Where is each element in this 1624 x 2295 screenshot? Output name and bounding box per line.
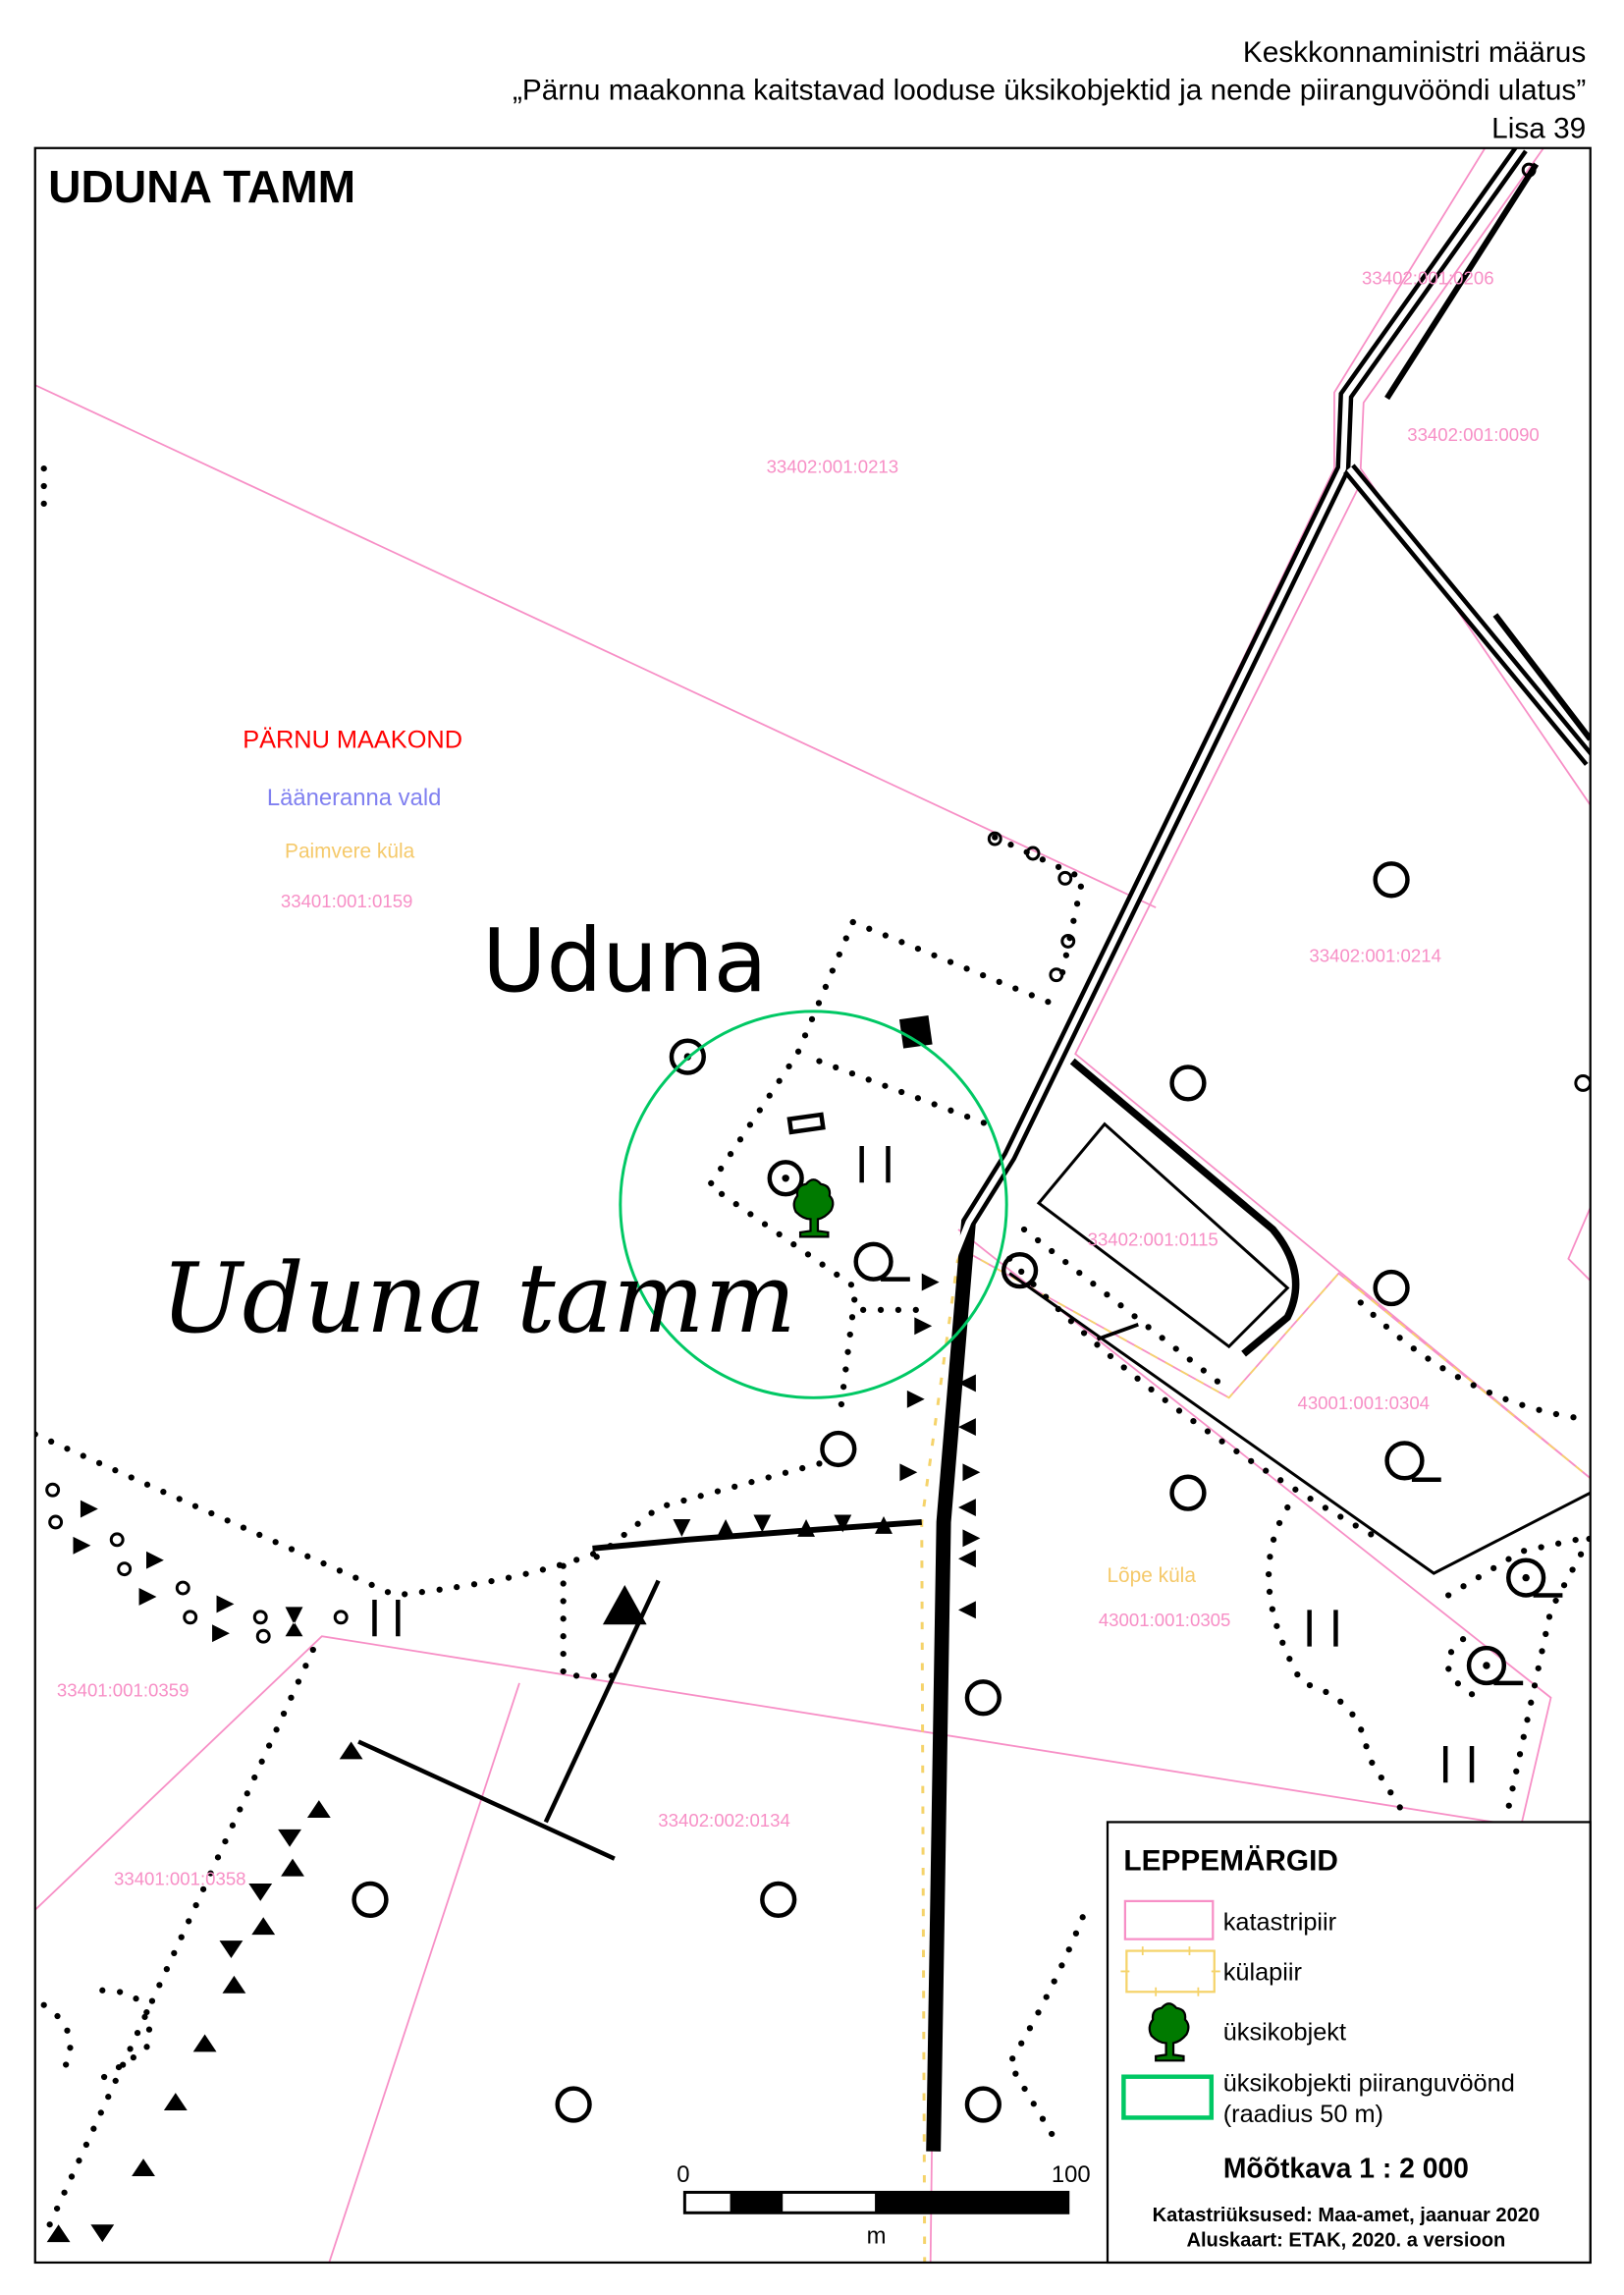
county-label: PÄRNU MAAKOND: [243, 727, 462, 754]
map-title: UDUNA TAMM: [48, 161, 355, 212]
legend: LEPPEMÄRGID katastripiir külapiir üksiko…: [1106, 1821, 1592, 2265]
parcel-label: 33401:001:0358: [114, 1869, 246, 1889]
legend-title: LEPPEMÄRGID: [1123, 1845, 1338, 1878]
parcel-label: 33402:001:0214: [1309, 945, 1441, 965]
legend-label: katastripiir: [1223, 1909, 1337, 1937]
annex-number: Lisa 39: [1491, 112, 1586, 144]
decree-subtitle: „Pärnu maakonna kaitstavad looduse üksik…: [513, 75, 1586, 107]
dotted-paths: [34, 464, 1591, 2228]
buffer-zone-circle: [619, 1010, 1008, 1399]
parcel-label: 33402:002:0134: [658, 1810, 790, 1831]
parcel-label: 33402:001:0115: [1088, 1229, 1218, 1249]
terrain-symbols: [45, 162, 1591, 2243]
municipality-label: Lääneranna vald: [267, 785, 442, 811]
legend-item-buffer-zone: üksikobjekti piiranguvöönd (raadius 50 m…: [1121, 2070, 1515, 2128]
place-name: Uduna: [482, 910, 767, 1012]
scale-bar: 0 100 m: [677, 2161, 1091, 2250]
village-label: Paimvere küla: [285, 840, 415, 862]
legend-label: üksikobjekti piiranguvöönd: [1223, 2070, 1515, 2098]
decree-title: Keskkonnaministri määrus: [1243, 36, 1586, 69]
source-cadastre: Katastriüksused: Maa-amet, jaanuar 2020: [1153, 2205, 1541, 2226]
parcel-label: 33402:001:0206: [1362, 267, 1494, 288]
tree-icon: [792, 1178, 835, 1238]
legend-item-village-border: külapiir: [1120, 1946, 1303, 1996]
village-label: Lõpe küla: [1107, 1564, 1196, 1587]
legend-label: üksikobjekt: [1223, 2018, 1346, 2046]
scale-text: Mõõtkava 1 : 2 000: [1223, 2153, 1469, 2184]
roads: [357, 147, 1591, 2152]
parcel-label: 43001:001:0305: [1099, 1610, 1231, 1630]
scale-start-label: 0: [677, 2161, 689, 2188]
legend-item-object: üksikobjekt: [1148, 2002, 1346, 2062]
cadastre-swatch-icon: [1123, 1899, 1215, 1940]
scale-unit-label: m: [867, 2223, 887, 2250]
legend-item-cadastre: katastripiir: [1123, 1899, 1337, 1940]
parcel-label: 33401:001:0159: [281, 891, 413, 911]
map-frame: [33, 146, 1592, 2265]
legend-label: külapiir: [1223, 1958, 1303, 1986]
buffer-zone-swatch-icon: [1121, 2074, 1215, 2120]
parcel-labels: 33402:001:0206 33402:001:0090 33402:001:…: [57, 267, 1540, 1888]
parcel-label: 33402:001:0213: [767, 457, 899, 477]
legend-label: (raadius 50 m): [1223, 2101, 1383, 2128]
source-basemap: Aluskaart: ETAK, 2020. a versioon: [1186, 2230, 1505, 2252]
object-name: Uduna tamm: [161, 1243, 796, 1355]
parcel-label: 33401:001:0359: [57, 1679, 189, 1700]
parcel-label: 43001:001:0304: [1297, 1393, 1430, 1413]
scale-end-label: 100: [1052, 2161, 1091, 2188]
parcel-label: 33402:001:0090: [1407, 424, 1540, 445]
